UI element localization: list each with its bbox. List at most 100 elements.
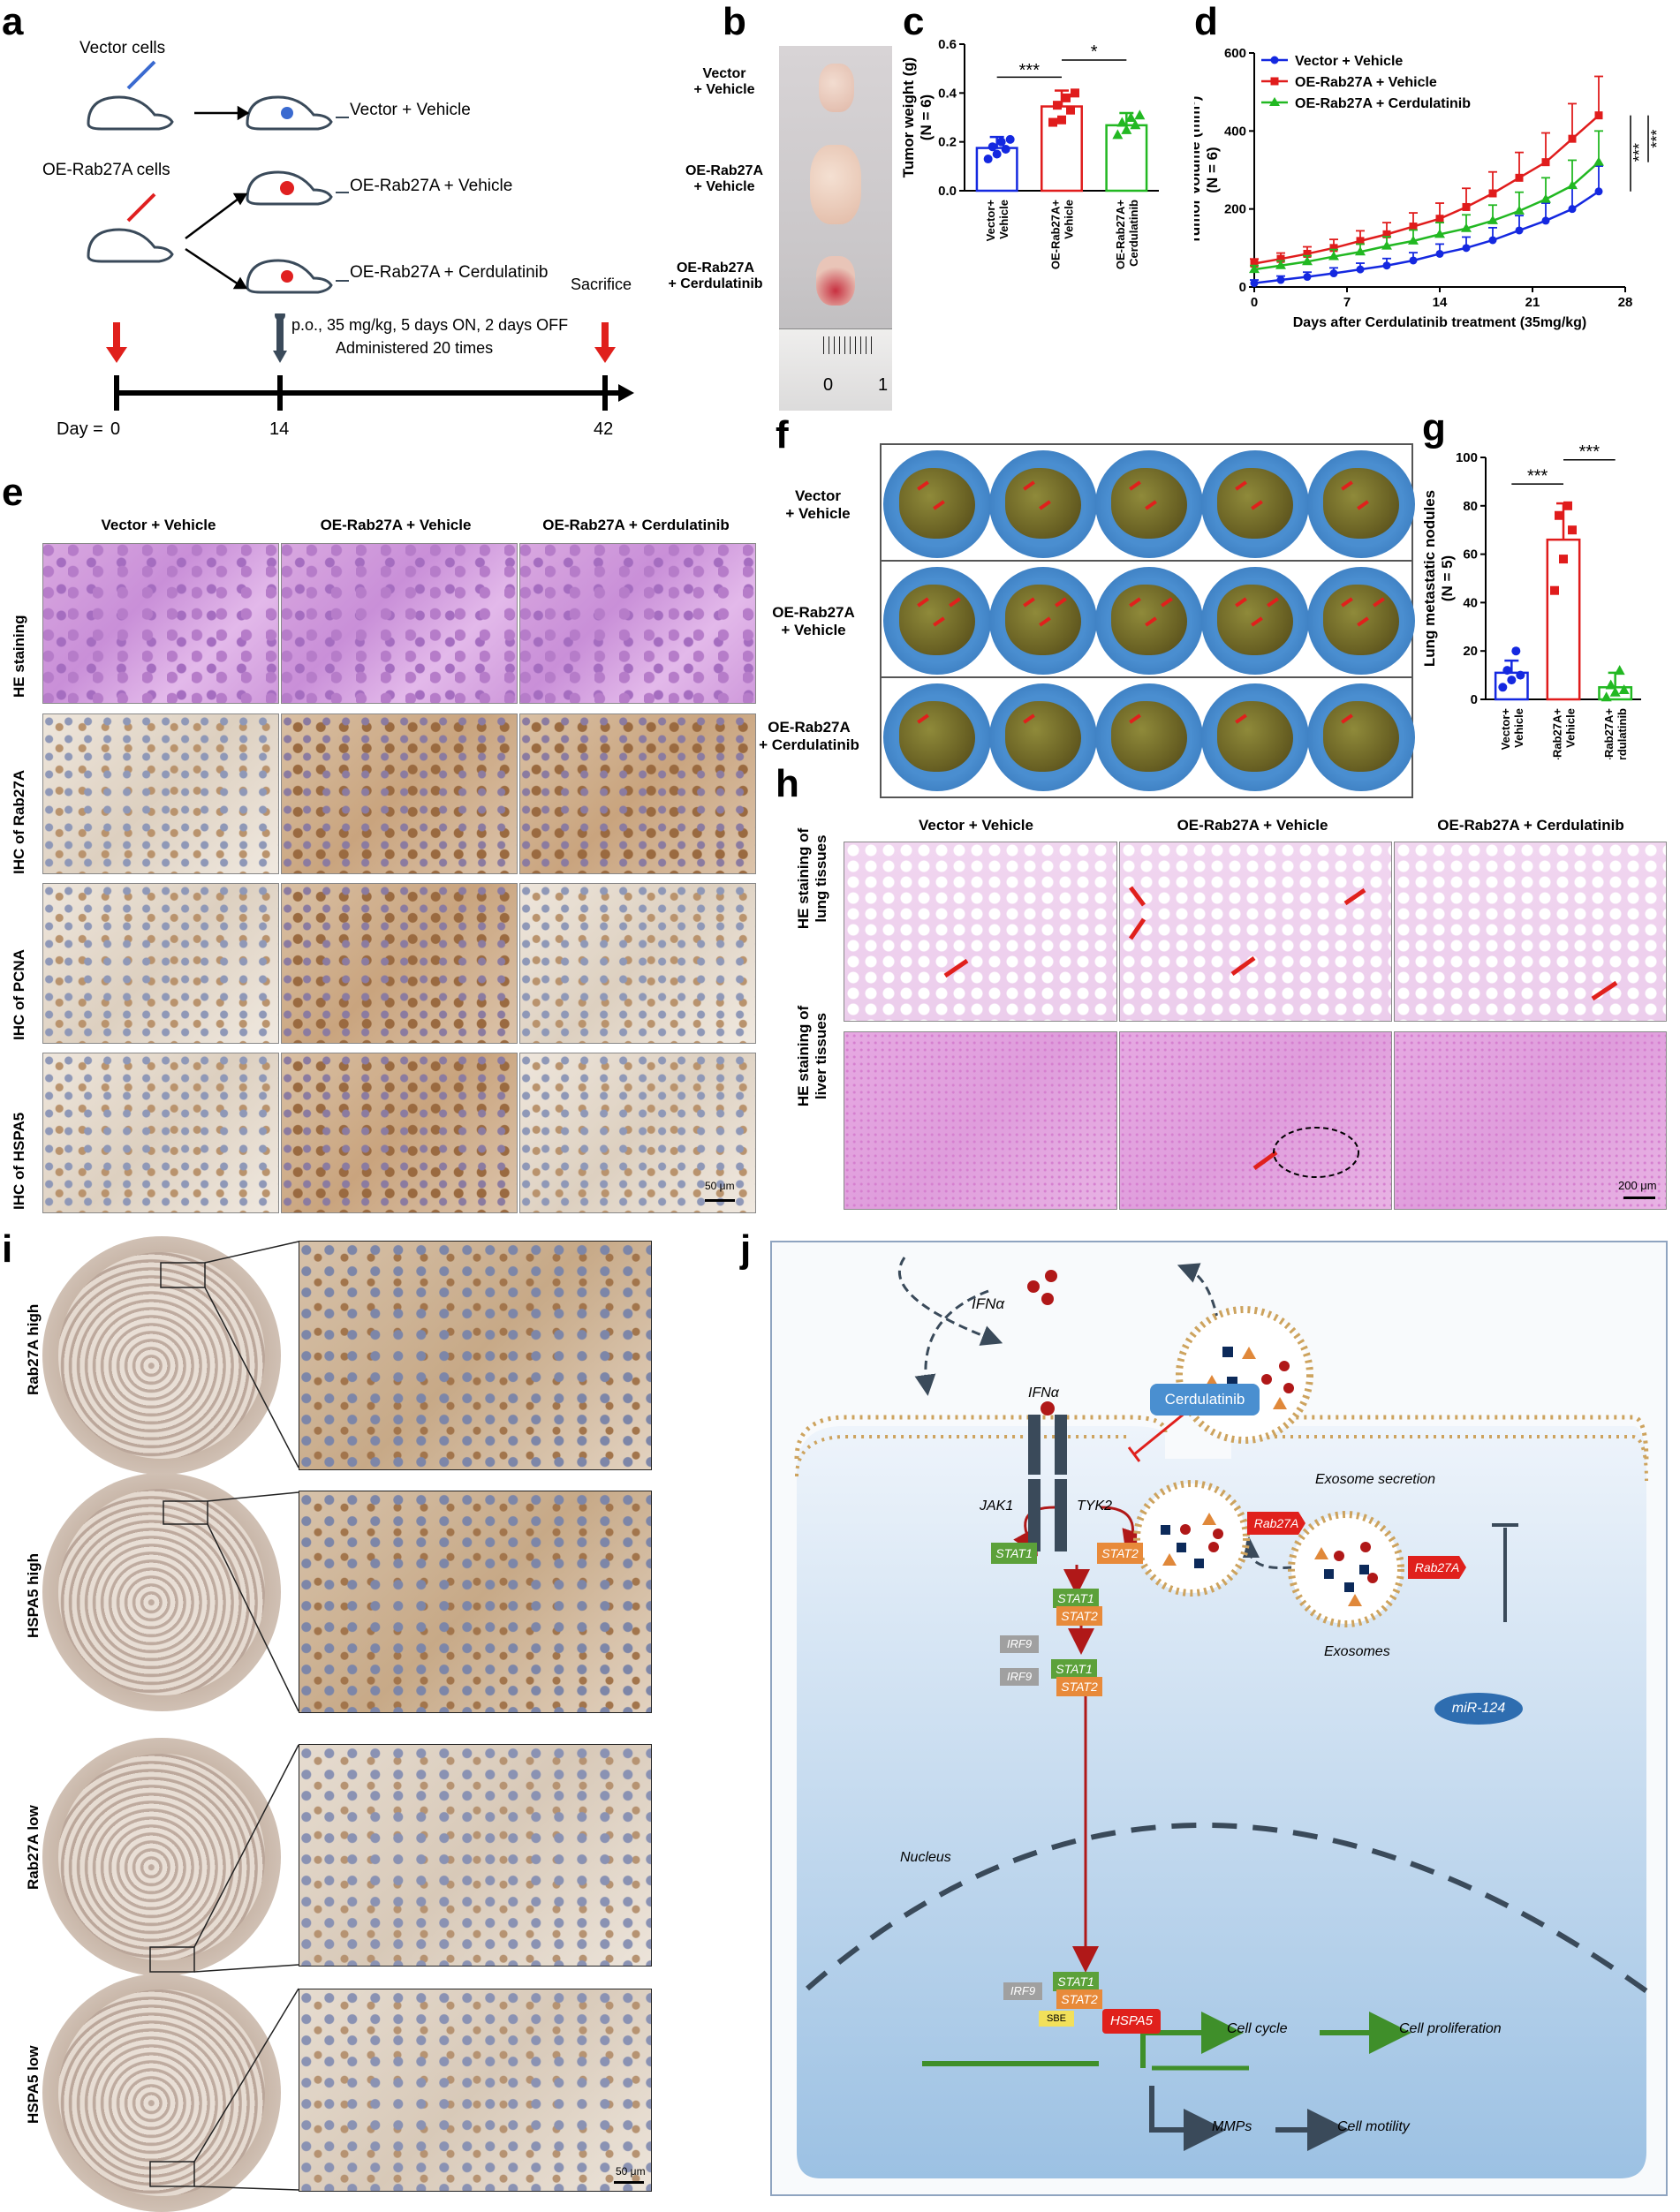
- data-point: [1409, 256, 1418, 265]
- j-tyk2: TYK2: [1077, 1499, 1113, 1514]
- data-point: [1303, 273, 1312, 282]
- e-row-he: HE staining: [11, 615, 27, 698]
- data-point: [1488, 236, 1497, 245]
- b-row1-label: Vector+ Vehicle: [693, 66, 755, 97]
- lung-specimen: [1323, 701, 1399, 772]
- y-label-group: Tumor volume (mm³)(N = 6): [1194, 96, 1221, 245]
- ruler: 0 1: [779, 328, 892, 411]
- j-cerdulatinib-box: Cerdulatinib: [1150, 1384, 1260, 1416]
- e-he-vector: [42, 543, 279, 704]
- data-point: [1329, 244, 1338, 253]
- tumor-oe-cerd: [816, 256, 855, 306]
- x-tick-group: Vector+Vehicle: [1499, 708, 1525, 751]
- h-liver-cerd: [1394, 1031, 1667, 1210]
- y-axis-label: Lung metastatic nodules: [1422, 490, 1438, 667]
- i-scale-label: 50 μm: [616, 2165, 646, 2178]
- x-tick-label: 0: [1251, 295, 1258, 310]
- data-point: [992, 149, 1002, 159]
- vector-cells-label: Vector cells: [79, 39, 166, 57]
- e-pcna-cerd: [519, 883, 756, 1044]
- j-jak1: JAK1: [980, 1499, 1014, 1514]
- lung-plate: [1201, 567, 1309, 675]
- data-point: [1250, 279, 1259, 288]
- j-exosomes: Exosomes: [1324, 1644, 1390, 1659]
- e-col2: OE-Rab27A + Vehicle: [320, 517, 472, 533]
- panel-letter-g: g: [1422, 406, 1446, 449]
- data-point: [1062, 93, 1071, 102]
- j-irf9-c: IRF9: [1003, 1982, 1042, 2000]
- e-hspa5-oe: [281, 1053, 518, 1213]
- y-axis-label-n: (N = 5): [1439, 555, 1456, 601]
- lung-plate: [1307, 450, 1415, 558]
- j-stat2-b: STAT2: [1056, 1606, 1102, 1626]
- e-pcna-oe: [281, 883, 518, 1044]
- y-tick-label: 0.6: [938, 37, 957, 52]
- sig-group: ***: [1648, 130, 1666, 148]
- tumor-oe-vehicle: [810, 145, 861, 224]
- data-point: [1511, 646, 1521, 656]
- j-exosome-secretion: Exosome secretion: [1315, 1472, 1436, 1487]
- data-point: [1462, 244, 1471, 253]
- data-point: [1567, 180, 1578, 190]
- y-label-group: Tumor weight (g)(N = 6): [903, 57, 935, 178]
- b-row2-label: OE-Rab27A+ Vehicle: [685, 163, 764, 194]
- x-tick-label: OE-Rab27A+: [1551, 708, 1564, 759]
- data-point: [1516, 670, 1525, 680]
- e-pcna-vector: [42, 883, 279, 1044]
- y-label-group: Lung metastatic nodules(N = 5): [1422, 490, 1456, 667]
- lung-specimen: [1005, 701, 1081, 772]
- j-cell-proliferation: Cell proliferation: [1399, 2021, 1502, 2036]
- f-grid: [880, 443, 1415, 798]
- data-point: [1563, 501, 1572, 510]
- y-tick-label: 100: [1456, 450, 1478, 465]
- y-tick-label: 80: [1463, 499, 1478, 514]
- j-cell-cycle: Cell cycle: [1227, 2021, 1288, 2036]
- f-row3-label: OE-Rab27A+ Cerdulatinib: [759, 719, 859, 753]
- panel-letter-c: c: [903, 0, 925, 43]
- x-tick-label: Vector+: [984, 200, 997, 242]
- data-point: [1302, 256, 1313, 266]
- timeline-graphic: [106, 313, 634, 411]
- data-point: [1276, 254, 1285, 263]
- j-stat2-c: STAT2: [1056, 1677, 1102, 1696]
- i-row-hspa5-high: HSPA5 high: [25, 1552, 42, 1638]
- f-row1-label: Vector+ Vehicle: [785, 487, 851, 522]
- x-tick-label: OE-Rab27A+: [1049, 200, 1063, 270]
- series-line: [1253, 114, 1600, 265]
- data-point: [1514, 205, 1525, 215]
- data-point: [1568, 525, 1577, 535]
- e-rab27a-oe: [281, 713, 518, 874]
- data-point: [1071, 88, 1079, 98]
- x-tick-label: Vehicle: [1512, 708, 1525, 748]
- data-point: [1121, 124, 1132, 134]
- panel-letter-b: b: [723, 0, 746, 43]
- j-sbe: SBE: [1039, 2011, 1074, 2027]
- data-point: [1275, 260, 1286, 269]
- data-point: [1001, 144, 1010, 154]
- data-point: [1568, 134, 1577, 143]
- data-point: [1356, 237, 1365, 245]
- panel-letter-d: d: [1194, 0, 1218, 43]
- data-point: [1356, 265, 1365, 274]
- e-he-cerd: [519, 543, 756, 704]
- sig-label: *: [1091, 42, 1098, 62]
- j-irf9-b: IRF9: [1000, 1668, 1039, 1686]
- a-group2-label: OE-Rab27A + Vehicle: [350, 177, 513, 195]
- series-line: [1253, 161, 1600, 271]
- x-tick-group: OE-Rab27A+Cerdulatinib: [1602, 708, 1629, 759]
- lung-plate: [989, 683, 1097, 791]
- day-label: Day =: [57, 419, 103, 439]
- data-point: [1250, 260, 1259, 268]
- zoom-rab27a-high: [299, 1241, 652, 1470]
- e-row-hspa5: IHC of HSPA5: [11, 1112, 27, 1210]
- y-tick-label: 0: [1471, 692, 1478, 707]
- j-mir124: miR-124: [1434, 1693, 1523, 1725]
- j-rab27a-b: Rab27A: [1408, 1556, 1466, 1579]
- dosing-line1: p.o., 35 mg/kg, 5 days ON, 2 days OFF: [291, 316, 569, 334]
- row-divider: [882, 560, 1411, 562]
- i-row-hspa5-low: HSPA5 low: [25, 2045, 42, 2124]
- h-liver-vector: [844, 1031, 1117, 1210]
- lung-plate: [1095, 683, 1203, 791]
